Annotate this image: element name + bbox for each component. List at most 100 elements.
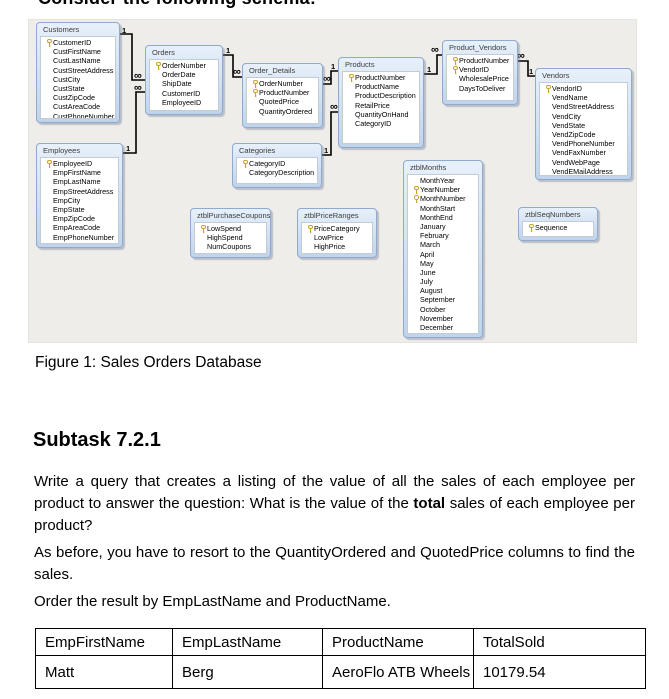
field-name: CategoryID — [249, 159, 286, 168]
field-name: January — [420, 221, 446, 231]
field-name: CategoryDescription — [249, 168, 315, 178]
hint-paragraph: As before, you have to resort to the Qua… — [34, 544, 635, 583]
field-name: ProductNumber — [459, 56, 510, 65]
order-paragraph: Order the result by EmpLastName and Prod… — [34, 593, 391, 610]
primary-key-cell — [449, 56, 459, 65]
field-name: CustomerID — [162, 88, 201, 98]
field-row: VendEMailAddress — [542, 166, 627, 176]
field-row: CustCity — [43, 75, 115, 84]
empty-key-cell — [43, 168, 53, 177]
empty-key-cell — [410, 314, 420, 323]
result-cell: Berg — [172, 655, 323, 689]
schema-table-title: Categories — [239, 146, 276, 155]
field-row: VendStreetAddress — [542, 102, 627, 111]
primary-key-icon — [544, 84, 552, 93]
empty-key-cell — [43, 47, 53, 56]
field-row: CustLastName — [43, 56, 115, 65]
field-row: February — [410, 231, 478, 240]
empty-key-cell — [410, 231, 420, 240]
field-row: QuantityOrdered — [249, 107, 318, 116]
field-row: EmployeeID — [152, 98, 218, 107]
empty-key-cell — [345, 119, 355, 128]
field-row: MonthEnd — [410, 213, 478, 222]
field-name: VendEMailAddress — [552, 166, 613, 176]
empty-key-cell — [239, 168, 249, 177]
field-row: PriceCategory — [304, 224, 372, 233]
field-name: EmpZipCode — [53, 214, 95, 224]
field-name: VendFaxNumber — [552, 148, 606, 158]
field-row: EmployeeID — [43, 159, 118, 168]
field-row: EmpStreetAddress — [43, 187, 118, 196]
field-name: ProductNumber — [259, 88, 310, 98]
field-name: MonthEnd — [420, 212, 453, 222]
primary-key-cell — [304, 224, 314, 233]
field-row: CustAreaCode — [43, 102, 115, 111]
empty-key-cell — [43, 214, 53, 223]
field-row: EmpLastName — [43, 177, 118, 186]
task-paragraph-text-after: sales of each employee per product? — [34, 494, 635, 534]
empty-key-cell — [410, 268, 420, 277]
field-row: MonthYear — [410, 176, 478, 185]
field-row: CategoryDescription — [239, 168, 317, 177]
empty-key-cell — [43, 187, 53, 196]
empty-key-cell — [542, 102, 552, 111]
primary-key-cell — [249, 79, 259, 88]
schema-table-title: ztblMonths — [410, 163, 447, 172]
primary-key-cell — [449, 65, 459, 74]
field-name: June — [420, 267, 436, 277]
field-name: VendWebPage — [552, 157, 600, 167]
empty-key-cell — [410, 286, 420, 295]
field-row: HighPrice — [304, 242, 372, 251]
empty-key-cell — [43, 242, 53, 243]
field-row: VendorID — [449, 65, 513, 74]
schema-table-title: Customers — [43, 25, 80, 34]
field-name: QuantityOnHand — [355, 109, 409, 119]
field-row: January — [410, 222, 478, 231]
empty-key-cell — [152, 70, 162, 79]
field-row: ProductNumber — [249, 88, 318, 97]
field-name: October — [420, 304, 446, 314]
field-row: October — [410, 305, 478, 314]
field-name: MonthStart — [420, 203, 456, 213]
empty-key-cell — [345, 91, 355, 100]
empty-key-cell — [43, 233, 53, 242]
field-row: April — [410, 250, 478, 259]
empty-key-cell — [345, 82, 355, 91]
empty-key-cell — [542, 121, 552, 130]
primary-key-icon — [251, 88, 259, 97]
schema-table-title: ztblPriceRanges — [304, 211, 359, 220]
field-name: September — [420, 295, 456, 305]
field-name: August — [420, 286, 443, 296]
field-row: VendorID — [542, 84, 627, 93]
field-name: OrderNumber — [162, 61, 206, 70]
field-name: EmpBirthDate — [53, 242, 98, 243]
field-row: CustZipCode — [43, 93, 115, 102]
field-name: July — [420, 277, 433, 287]
empty-key-cell — [542, 130, 552, 139]
field-name: PriceCategory — [314, 224, 360, 233]
empty-key-cell — [43, 177, 53, 186]
field-name: EmpAreaCode — [53, 223, 101, 233]
empty-key-cell — [449, 84, 459, 93]
field-row: EmpZipCode — [43, 214, 118, 223]
field-name: ProductDescription — [355, 91, 416, 101]
primary-key-cell — [239, 159, 249, 168]
field-row: July — [410, 277, 478, 286]
primary-key-cell — [43, 159, 53, 168]
field-name: ProductName — [355, 82, 399, 92]
field-name: CustZipCode — [53, 93, 95, 103]
task-paragraph: Write a query that creates a listing of … — [34, 471, 635, 536]
field-row: LowPrice — [304, 233, 372, 242]
field-row: Sequence — [525, 223, 593, 232]
primary-key-cell — [345, 73, 355, 82]
field-row: VendName — [542, 93, 627, 102]
empty-key-cell — [43, 102, 53, 111]
